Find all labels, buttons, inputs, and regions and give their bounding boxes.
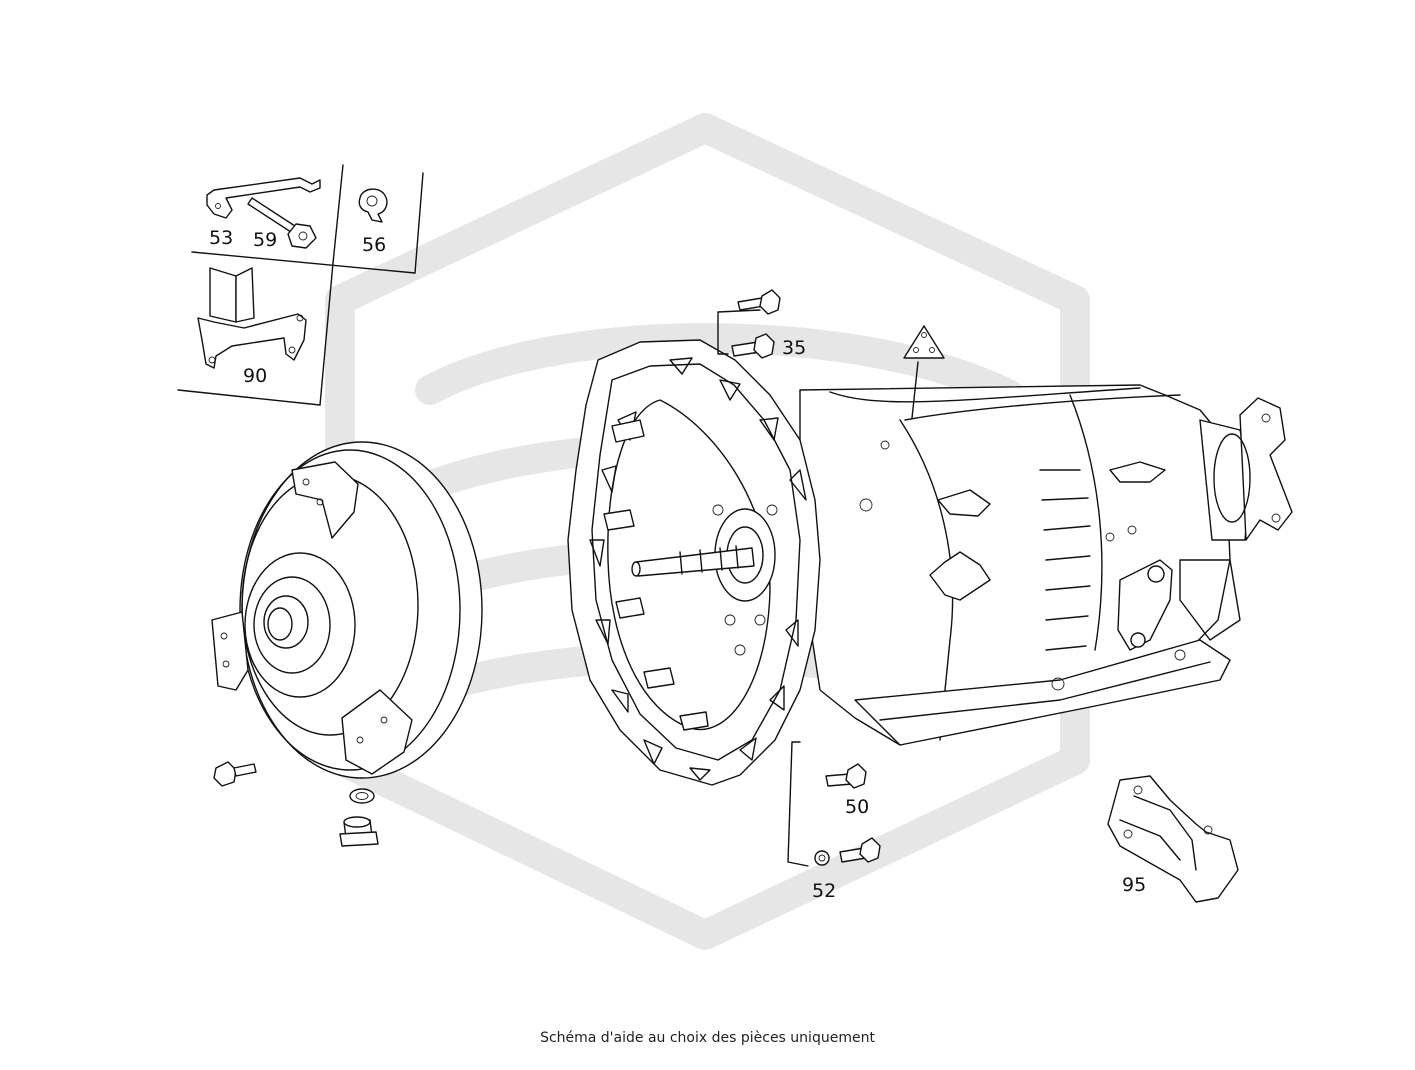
mount-bracket-95[interactable] — [1107, 775, 1239, 903]
callout-50[interactable]: 50 — [845, 796, 869, 818]
sealing-washer[interactable] — [349, 788, 375, 804]
callout-59[interactable]: 59 — [253, 229, 277, 251]
shield-bracket-90[interactable] — [197, 267, 307, 369]
bolts-50-52[interactable] — [787, 741, 881, 867]
torque-converter[interactable] — [211, 441, 483, 779]
callout-95[interactable]: 95 — [1122, 874, 1146, 896]
bolt-59[interactable] — [247, 197, 317, 249]
bolts-35[interactable] — [717, 289, 781, 359]
label-plate[interactable] — [903, 325, 945, 419]
bracket-53[interactable] — [206, 177, 321, 219]
drain-plug[interactable] — [339, 816, 379, 847]
callout-56[interactable]: 56 — [362, 234, 386, 256]
bolt-small-left[interactable] — [213, 761, 257, 787]
transmission-housing[interactable] — [799, 384, 1293, 746]
callout-90[interactable]: 90 — [243, 365, 267, 387]
callout-52[interactable]: 52 — [812, 880, 836, 902]
diagram-caption: Schéma d'aide au choix des pièces unique… — [540, 1030, 875, 1046]
bell-housing[interactable] — [567, 339, 821, 786]
clip-56[interactable] — [358, 188, 388, 223]
small-parts-inset — [177, 164, 424, 406]
callout-53[interactable]: 53 — [209, 227, 233, 249]
callout-35[interactable]: 35 — [782, 337, 806, 359]
